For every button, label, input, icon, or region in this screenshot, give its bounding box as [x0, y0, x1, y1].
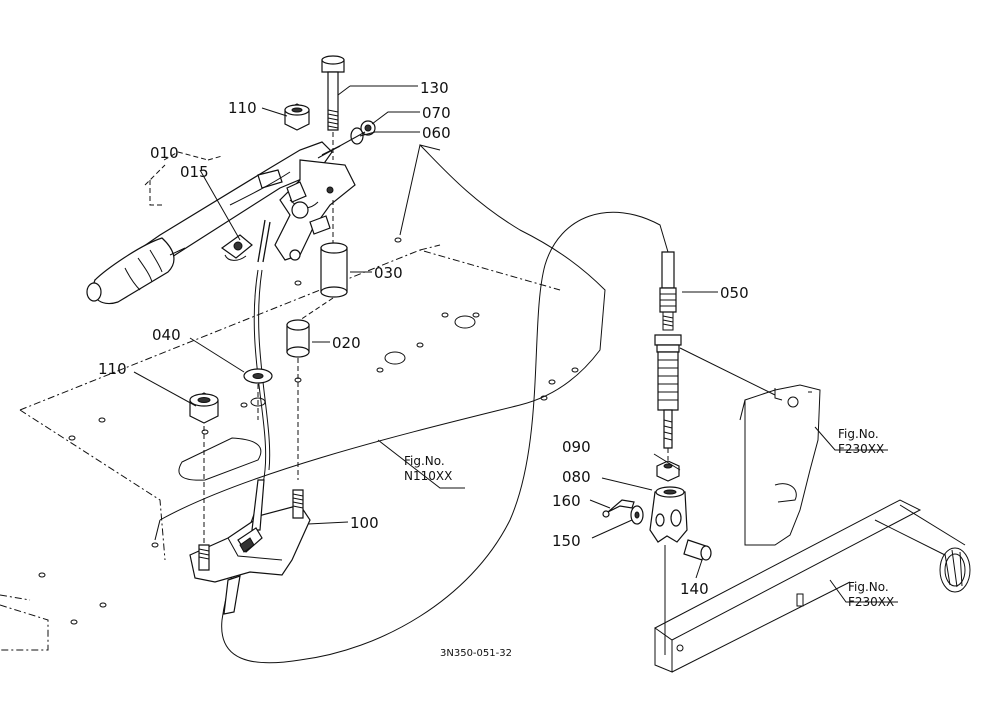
washer-150 [630, 505, 644, 525]
washers-060-070 [317, 120, 376, 159]
cable-end-050 [654, 251, 776, 460]
figure-references: Fig.No. N110XX Fig.No. F230XX Fig.No. F2… [404, 427, 894, 609]
fig-ref-n110-line2: N110XX [404, 469, 452, 483]
nut-090 [656, 460, 680, 482]
collar-030 [299, 200, 348, 321]
part-labels: 010 015 110 130 070 060 030 020 040 110 … [98, 79, 749, 598]
label-040: 040 [152, 326, 181, 344]
label-160: 160 [552, 492, 581, 510]
label-020: 020 [332, 334, 361, 352]
label-050: 050 [720, 284, 749, 302]
fender-phantom [154, 144, 606, 541]
clevis-080 [649, 486, 688, 655]
label-070: 070 [422, 104, 451, 122]
label-110-lower: 110 [98, 360, 127, 378]
fig-ref-f230b-line1: Fig.No. [848, 580, 889, 594]
label-010: 010 [150, 144, 179, 162]
brake-arm-plate [739, 384, 821, 546]
collar-020 [286, 319, 310, 480]
nut-110-top [284, 103, 310, 131]
label-030: 030 [374, 264, 403, 282]
nut-110-lower [189, 392, 219, 545]
label-100: 100 [350, 514, 379, 532]
label-150: 150 [552, 532, 581, 550]
label-015: 015 [180, 163, 209, 181]
fig-ref-f230a-line1: Fig.No. [838, 427, 879, 441]
fig-ref-f230a-line2: F230XX [838, 442, 884, 456]
bracket-100 [189, 479, 311, 615]
label-090: 090 [562, 438, 591, 456]
brake-shaft [654, 499, 971, 673]
fig-ref-n110-line1: Fig.No. [404, 454, 445, 468]
label-140: 140 [680, 580, 709, 598]
split-pin-160 [602, 499, 635, 518]
parking-brake-lever [86, 141, 356, 305]
drawing-code: 3N350-051-32 [440, 648, 512, 659]
label-110-top: 110 [228, 99, 257, 117]
frame-phantom [0, 237, 579, 651]
washer-040 [243, 368, 273, 420]
leader-lines [133, 85, 898, 603]
label-080: 080 [562, 468, 591, 486]
label-130: 130 [420, 79, 449, 97]
brake-cable [221, 211, 669, 664]
clevis-pin-140 [683, 539, 712, 561]
label-060: 060 [422, 124, 451, 142]
bolt-130 [321, 55, 345, 160]
fig-ref-f230b-line2: F230XX [848, 595, 894, 609]
